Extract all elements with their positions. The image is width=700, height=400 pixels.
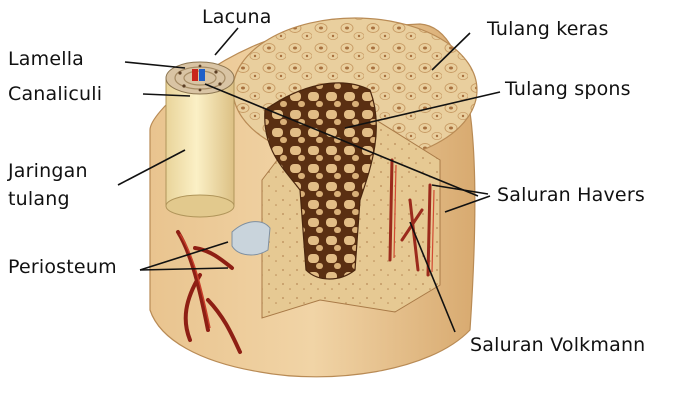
label-tulang-keras: Tulang keras <box>487 18 609 40</box>
leader-lines <box>117 27 501 333</box>
canal-highlight <box>393 164 435 273</box>
blood-vessel-highlight <box>179 233 211 329</box>
label-lamella: Lamella <box>8 48 85 70</box>
label-lacuna: Lacuna <box>202 6 272 28</box>
label-periosteum: Periosteum <box>8 256 117 278</box>
vein-in-canal <box>199 69 205 81</box>
label-jaringan-tulang-1: Jaringan <box>8 160 88 182</box>
label-tulang-spons: Tulang spons <box>505 78 631 100</box>
artery-in-canal <box>192 69 198 81</box>
label-canaliculi: Canaliculi <box>8 83 103 105</box>
label-jaringan-tulang-2: tulang <box>8 188 70 210</box>
blood-vessels <box>176 230 242 354</box>
label-saluran-havers: Saluran Havers <box>497 184 645 206</box>
spongy-bone <box>264 82 377 280</box>
label-saluran-volkmann: Saluran Volkmann <box>470 334 646 356</box>
osteon-base <box>165 194 235 218</box>
osteon-cylinder <box>165 77 235 207</box>
periosteum-layer <box>231 221 271 256</box>
haversian-canals <box>388 158 432 277</box>
lacunae-dots <box>178 64 222 92</box>
